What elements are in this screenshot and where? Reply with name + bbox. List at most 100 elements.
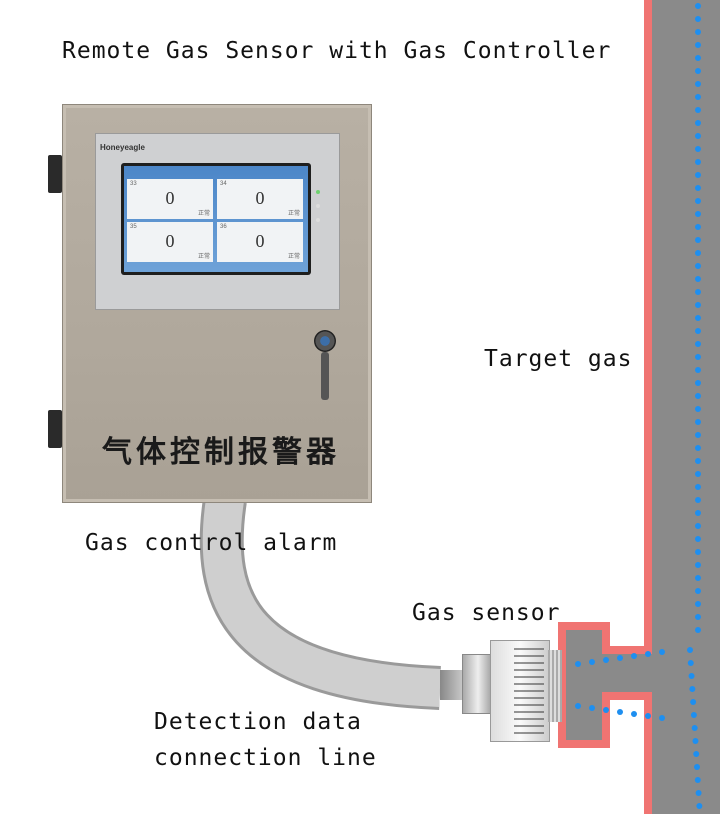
- gas-dot: [695, 419, 701, 425]
- gas-dot: [692, 738, 699, 744]
- cabinet-hinge: [48, 155, 62, 193]
- gas-dot: [695, 380, 701, 386]
- gas-dot: [695, 601, 701, 607]
- gas-control-alarm-label: Gas control alarm: [85, 530, 338, 556]
- gas-dot: [695, 458, 701, 464]
- gas-dot: [589, 659, 595, 665]
- target-gas-label: Target gas: [484, 346, 633, 372]
- gas-dot: [695, 172, 701, 178]
- gas-dot: [631, 711, 637, 717]
- gas-dot: [695, 562, 701, 568]
- gas-dot: [693, 751, 700, 757]
- sensor-thread: [548, 650, 562, 722]
- gas-dot: [695, 94, 701, 100]
- gas-dot: [695, 432, 701, 438]
- lock-icon: [314, 330, 336, 352]
- gas-dot: [690, 699, 697, 705]
- reading-value: 0: [165, 188, 175, 208]
- gas-dot: [695, 120, 701, 126]
- gas-dot: [695, 29, 701, 35]
- gas-dot: [695, 237, 701, 243]
- gas-dot: [696, 803, 703, 809]
- gas-dot: [695, 224, 701, 230]
- gas-dot: [695, 523, 701, 529]
- gas-dot: [575, 661, 581, 667]
- gas-dot: [695, 276, 701, 282]
- gas-dot: [631, 653, 637, 659]
- gas-dot: [695, 510, 701, 516]
- gas-dot: [695, 107, 701, 113]
- gas-dot: [695, 133, 701, 139]
- gas-dot: [695, 16, 701, 22]
- reading-value: 0: [255, 231, 265, 251]
- gas-dot: [695, 588, 701, 594]
- gas-dot: [695, 367, 701, 373]
- gas-dot: [695, 471, 701, 477]
- gas-dot: [695, 250, 701, 256]
- gas-dot: [659, 715, 665, 721]
- reading-cell: 36 0 正常: [217, 222, 303, 262]
- gas-dot: [695, 211, 701, 217]
- gas-dot: [695, 393, 701, 399]
- gas-dot: [695, 68, 701, 74]
- gas-dot: [695, 497, 701, 503]
- gas-dot: [645, 713, 651, 719]
- gas-dot: [695, 289, 701, 295]
- gas-dot: [575, 703, 581, 709]
- gas-dot: [695, 185, 701, 191]
- reading-cell: 33 0 正常: [127, 179, 213, 219]
- gas-dot: [695, 445, 701, 451]
- sensor-nameplate: [514, 648, 544, 734]
- gas-dot: [695, 484, 701, 490]
- gas-dot: [695, 354, 701, 360]
- gas-dot: [687, 647, 693, 653]
- gas-dot: [695, 575, 701, 581]
- gas-dot: [617, 655, 623, 661]
- reading-cell: 35 0 正常: [127, 222, 213, 262]
- gas-dot: [694, 764, 701, 770]
- gas-dot: [589, 705, 595, 711]
- connection-line-label: Detection data connection line: [154, 709, 377, 771]
- gas-dot: [695, 146, 701, 152]
- gas-sensor-label: Gas sensor: [412, 600, 561, 626]
- gas-dot: [694, 777, 701, 783]
- gas-dot: [695, 55, 701, 61]
- gas-dot: [659, 649, 665, 655]
- gas-dot: [695, 536, 701, 542]
- gas-dot: [603, 707, 609, 713]
- reading-value: 0: [255, 188, 265, 208]
- gas-dot: [645, 651, 651, 657]
- gas-dot: [695, 198, 701, 204]
- cabinet-hinge: [48, 410, 62, 448]
- cabinet-label: 气体控制报警器: [102, 435, 340, 470]
- reading-value: 0: [165, 231, 175, 251]
- gas-dot: [695, 42, 701, 48]
- gas-dot: [695, 81, 701, 87]
- gas-dot: [617, 709, 623, 715]
- branch-interior: [566, 630, 602, 740]
- status-led: [316, 204, 320, 208]
- gas-flow-dots: [575, 3, 703, 809]
- key-icon: [321, 352, 329, 400]
- gas-dot: [695, 315, 701, 321]
- gas-dot: [695, 3, 701, 9]
- brand-logo: Honeyeagle: [100, 143, 145, 152]
- gas-dot: [695, 614, 701, 620]
- gas-dot: [695, 790, 702, 796]
- pipe-interior: [652, 0, 720, 814]
- reading-cell: 34 0 正常: [217, 179, 303, 219]
- gas-dot: [691, 725, 698, 731]
- gas-dot: [695, 341, 701, 347]
- status-led: [316, 190, 320, 194]
- gas-dot: [687, 660, 694, 666]
- gas-dot: [695, 549, 701, 555]
- sensor-nut: [462, 654, 494, 714]
- status-led: [316, 218, 320, 222]
- gas-dot: [695, 627, 701, 633]
- gas-dot: [695, 263, 701, 269]
- gas-dot: [689, 686, 696, 692]
- diagram-title: Remote Gas Sensor with Gas Controller: [62, 38, 612, 64]
- gas-dot: [695, 328, 701, 334]
- gas-dot: [603, 657, 609, 663]
